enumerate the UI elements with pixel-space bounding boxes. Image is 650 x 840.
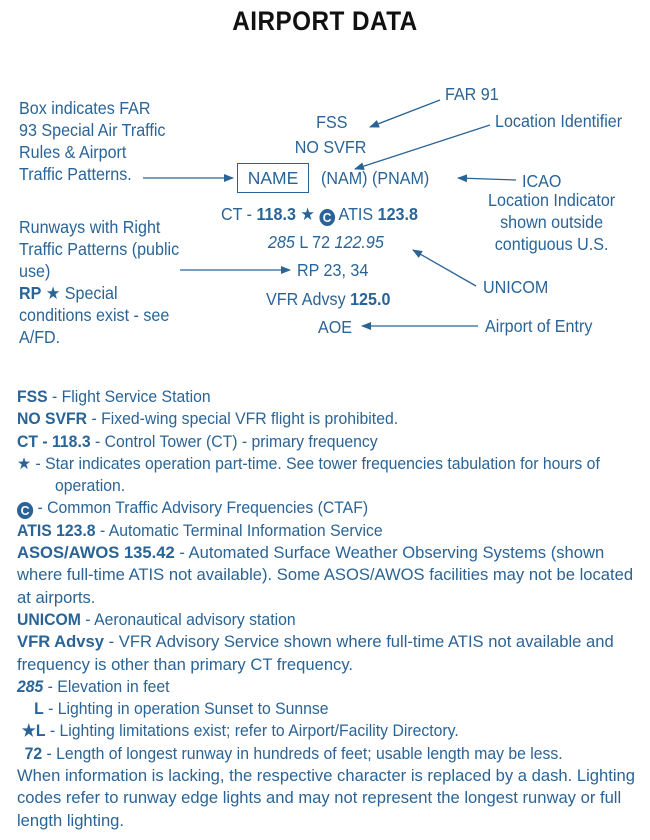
box-note: Box indicates FAR 93 Special Air Traffic… [19, 98, 166, 184]
icao-note: Location Indicator shown outside contigu… [488, 190, 616, 254]
star-icon: ★ [300, 204, 315, 224]
icao-callout: ICAO [522, 171, 562, 191]
arrow-icao [457, 174, 517, 183]
frequency-line: CT - 118.3 ★ C ATIS 123.8 [221, 203, 418, 226]
vfr-advisory-line: VFR Advsy 125.0 [266, 288, 390, 310]
elevation: 285 [268, 232, 295, 252]
legend-item: ASOS/AWOS 135.42 - Automated Surface Wea… [17, 543, 634, 607]
location-identifiers: (NAM) (PNAM) [321, 168, 430, 188]
aoe-label: AOE [318, 317, 353, 337]
no-svfr-label: NO SVFR [294, 137, 367, 157]
legend-item: 285 - Elevation in feet [17, 676, 170, 696]
page-title: AIRPORT DATA [232, 6, 418, 36]
runways-note: Runways with Right Traffic Patterns (pub… [19, 217, 180, 281]
lighting-runway: L 72 [294, 232, 335, 252]
legend-item: NO SVFR - Fixed-wing special VFR flight … [17, 409, 399, 429]
atis-label: ATIS [338, 204, 378, 224]
ct-frequency: 118.3 [256, 204, 296, 224]
arrow-far91 [369, 99, 441, 128]
legend-item: 72 - Length of longest runway in hundred… [24, 743, 563, 763]
vfr-frequency: 125.0 [350, 289, 391, 309]
name-box: NAME [237, 163, 309, 193]
legend-item-continuation: operation. [55, 476, 126, 496]
legend-item: CT - 118.3 - Control Tower (CT) - primar… [17, 431, 378, 451]
rp-star-icon: ★ [45, 283, 61, 303]
legend-item: FSS - Flight Service Station [17, 387, 211, 406]
legend-item: UNICOM - Aeronautical advisory station [17, 609, 296, 629]
ct-prefix: CT - [221, 204, 257, 224]
rp-note: RP ★ Special conditions exist - see A/FD… [19, 283, 170, 347]
footer-note: When information is lacking, the respect… [17, 766, 635, 830]
legend-item: VFR Advsy - VFR Advisory Service shown w… [17, 632, 614, 674]
arrow-location-identifier [354, 124, 491, 171]
ctaf-icon: C [319, 209, 335, 226]
unicom-callout: UNICOM [483, 277, 549, 297]
legend-item: ★ - Star indicates operation part-time. … [17, 453, 600, 473]
location-identifier-callout: Location Identifier [495, 111, 623, 131]
legend-item: L - Lighting in operation Sunset to Sunn… [34, 699, 329, 719]
airport-of-entry-callout: Airport of Entry [485, 316, 593, 336]
legend: FSS - Flight Service Station NO SVFR - F… [17, 386, 647, 832]
rp-bold: RP [19, 283, 42, 303]
elevation-line: 285 L 72 122.95 [268, 231, 384, 253]
fss-label: FSS [316, 112, 348, 132]
legend-item: ★L - Lighting limitations exist; refer t… [21, 721, 459, 741]
callout-arrows [143, 99, 517, 330]
legend-item: C - Common Traffic Advisory Frequencies … [17, 497, 616, 520]
atis-frequency: 123.8 [377, 204, 418, 224]
arrow-unicom [412, 249, 477, 287]
unicom-frequency: 122.95 [334, 232, 384, 252]
ctaf-icon: C [17, 502, 34, 520]
star-icon: ★ [17, 453, 32, 473]
legend-item: ATIS 123.8 - Automatic Terminal Informat… [17, 520, 383, 540]
vfr-label: VFR Advsy [266, 289, 351, 309]
right-traffic-runways: RP 23, 34 [297, 260, 369, 280]
far91-callout: FAR 91 [445, 84, 499, 104]
